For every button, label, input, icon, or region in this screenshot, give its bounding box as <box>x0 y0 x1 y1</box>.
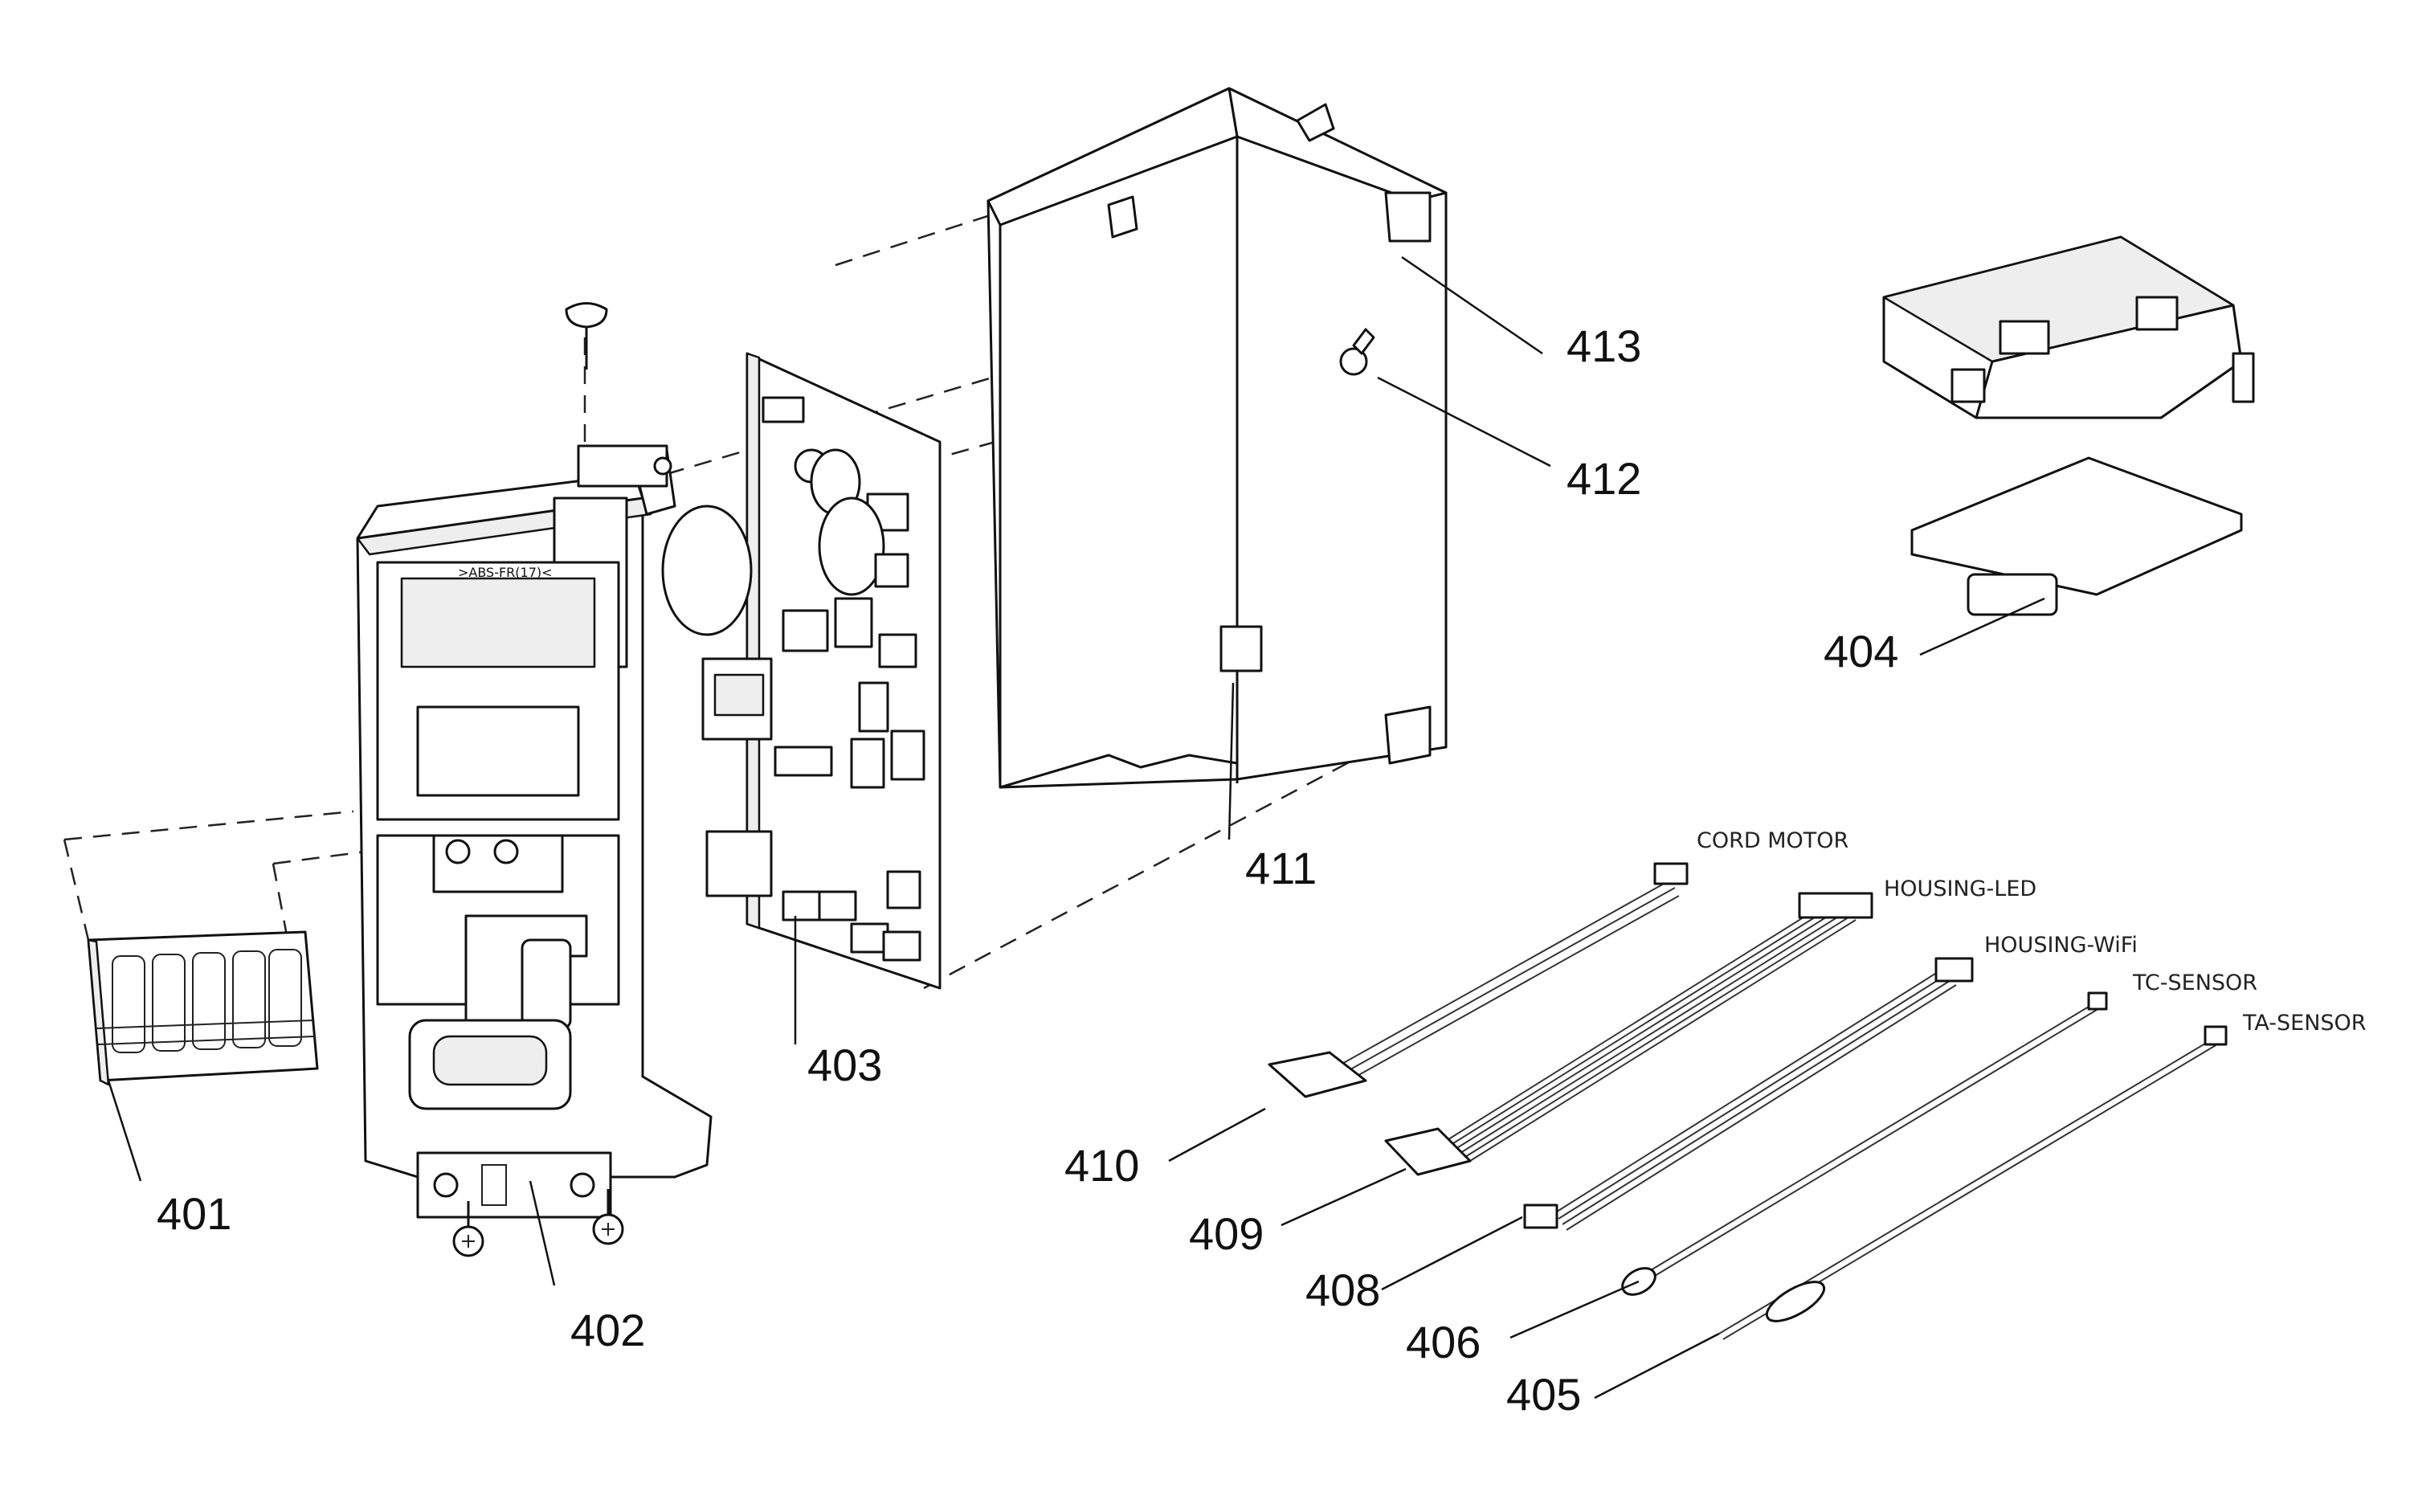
label-cord-motor: CORD MOTOR <box>1697 828 1848 853</box>
terminal-base-402: >ABS-FR(17)< <box>356 448 713 1219</box>
part-number-406: 406 <box>1406 1317 1481 1367</box>
pcb-board-403 <box>661 352 942 990</box>
terminal-block-401 <box>87 930 319 1086</box>
screws <box>452 302 672 1257</box>
leader-lines <box>107 255 2045 1400</box>
control-box-cover-411 <box>986 87 1448 789</box>
wire-labels: CORD MOTOR HOUSING-LED HOUSING-WiFi TC-S… <box>1697 828 2367 1036</box>
label-housing-wifi: HOUSING-WiFi <box>1984 933 2138 958</box>
part-number-412: 412 <box>1566 453 1641 504</box>
screw-icon <box>592 1189 624 1245</box>
part-number-410: 410 <box>1064 1140 1139 1191</box>
part-number-403: 403 <box>807 1040 882 1090</box>
label-housing-led: HOUSING-LED <box>1884 877 2036 901</box>
part-number-404: 404 <box>1824 626 1898 676</box>
part-number-408: 408 <box>1305 1265 1380 1315</box>
tc-sensor-406 <box>1621 991 2108 1296</box>
part-number-409: 409 <box>1189 1208 1264 1259</box>
ta-sensor-405 <box>1718 1025 2228 1340</box>
part-number-402: 402 <box>570 1305 645 1355</box>
wire-harnesses <box>1268 862 2228 1340</box>
screw-icon <box>577 444 672 488</box>
housing-wifi-408 <box>1523 957 1974 1231</box>
stamp-text: >ABS-FR(17)< <box>458 565 553 580</box>
wifi-module-404 <box>1882 235 2255 616</box>
part-number-405: 405 <box>1506 1369 1581 1420</box>
screw-icon <box>565 302 608 370</box>
label-tc-sensor: TC-SENSOR <box>2132 971 2257 995</box>
cord-motor-410 <box>1268 862 1689 1098</box>
label-ta-sensor: TA-SENSOR <box>2242 1011 2367 1036</box>
screw-icon <box>452 1201 484 1257</box>
part-numbers: 401 402 403 404 405 406 408 409 410 411 … <box>157 321 1898 1420</box>
part-number-413: 413 <box>1566 321 1641 371</box>
part-number-411: 411 <box>1245 843 1317 893</box>
housing-led-409 <box>1384 892 1873 1176</box>
part-number-401: 401 <box>157 1188 231 1239</box>
